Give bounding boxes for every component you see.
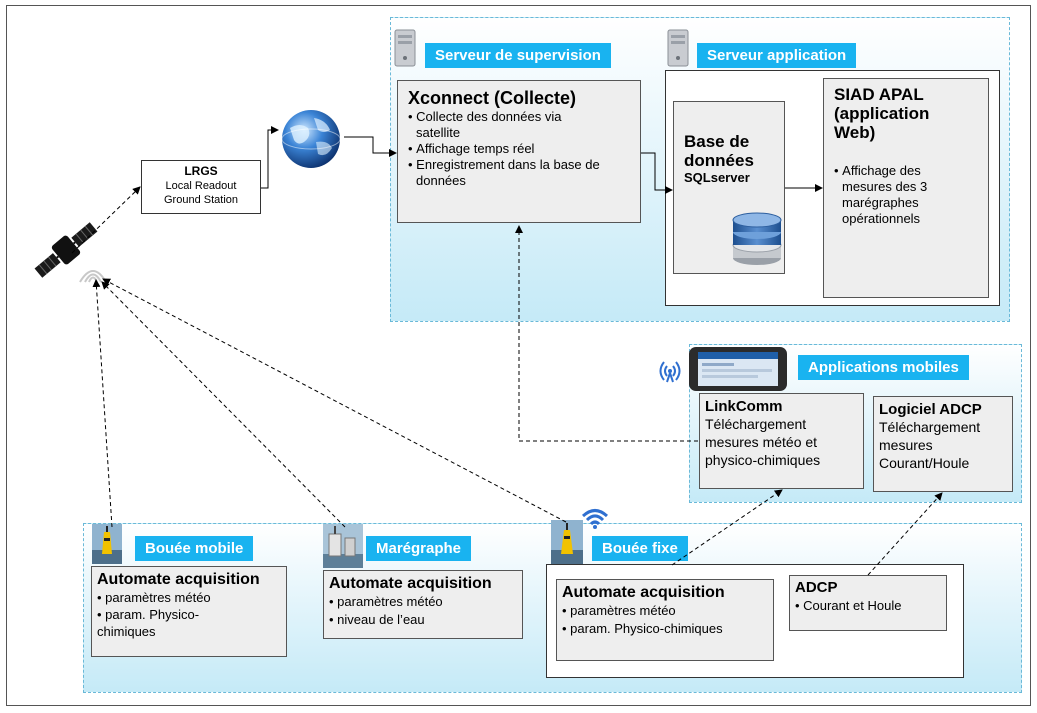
siad-title-2: (application [834,104,930,123]
tide-gauge-item: niveau de l’eau [329,611,517,629]
xconnect-item: Affichage temps réel [408,141,630,157]
lrgs-line-1: Local Readout [165,180,237,192]
xconnect-item: Enregistrement dans la base de [408,157,630,173]
adcp-box: ADCP Courant et Houle [789,575,947,631]
siad-item-cont: mesures des 3 [842,179,928,194]
lrgs-line-2: Ground Station [164,194,238,206]
lrgs-box: LRGS Local Readout Ground Station [141,160,261,214]
xconnect-box: Xconnect (Collecte) Collecte des données… [397,80,641,223]
supervision-server-label: Serveur de supervision [425,43,611,68]
adcp-software-box: Logiciel ADCP Téléchargement mesures Cou… [873,396,1013,492]
adcp-title: ADCP [795,579,838,596]
wifi-icon [580,505,610,536]
wireless-signal-icon [653,358,687,389]
siad-item-cont: opérationnels [842,211,921,226]
xconnect-item-cont: données [416,173,466,188]
application-server-icon [664,28,692,73]
fixed-buoy-box-title: Automate acquisition [562,584,725,601]
adcp-software-line: mesures [879,437,933,453]
adcp-software-title: Logiciel ADCP [879,401,982,418]
xconnect-item: Collecte des données via [408,109,630,125]
database-icon [730,212,784,273]
siad-box: SIAD APAL (application Web) Affichage de… [823,78,989,298]
linkcomm-line: Téléchargement [705,416,807,432]
tide-gauge-box-title: Automate acquisition [329,575,492,592]
application-server-label: Serveur application [697,43,857,68]
adcp-item: Courant et Houle [795,597,941,615]
fixed-buoy-icon [551,520,583,569]
tablet-icon [688,346,788,397]
adcp-software-line: Téléchargement [879,419,981,435]
adcp-software-line: Courant/Houle [879,455,970,471]
database-title-2: données [684,151,754,170]
mobile-buoy-icon [92,524,122,569]
linkcomm-line: physico-chimiques [705,452,821,468]
mobile-apps-label: Applications mobiles [798,355,969,380]
fixed-buoy-acquisition-box: Automate acquisition paramètres météo pa… [556,579,774,661]
mobile-buoy-label: Bouée mobile [135,536,254,561]
siad-item-cont: marégraphes [842,195,919,210]
fixed-buoy-item: param. Physico-chimiques [562,620,768,638]
globe-icon [278,106,344,177]
supervision-server-icon [391,28,419,73]
linkcomm-title: LinkComm [705,398,783,415]
mobile-buoy-item: param. Physico- [97,606,281,623]
xconnect-item-cont: satellite [416,125,461,140]
mobile-buoy-item: paramètres météo [97,589,281,606]
tide-gauge-item: paramètres météo [329,593,517,611]
mobile-buoy-box-title: Automate acquisition [97,571,260,588]
mobile-buoy-item-cont: chimiques [97,624,156,639]
fixed-buoy-item: paramètres météo [562,602,768,620]
linkcomm-line: mesures météo et [705,434,818,450]
siad-title-3: Web) [834,123,876,142]
database-title-1: Base de [684,132,750,151]
siad-item: Affichage des [834,163,978,179]
mobile-buoy-acquisition-box: Automate acquisition paramètres météo pa… [91,566,287,657]
fixed-buoy-label: Bouée fixe [592,536,688,561]
tide-gauge-acquisition-box: Automate acquisition paramètres météo ni… [323,570,523,639]
tide-gauge-label: Marégraphe [366,536,472,561]
lrgs-title: LRGS [184,164,218,178]
tide-gauge-icon [323,524,363,573]
xconnect-title: Xconnect (Collecte) [408,88,577,108]
satellite-signal-icon [76,258,110,291]
siad-title-1: SIAD APAL [834,85,924,104]
database-subtitle: SQLserver [684,170,750,185]
linkcomm-box: LinkComm Téléchargement mesures météo et… [699,393,864,489]
